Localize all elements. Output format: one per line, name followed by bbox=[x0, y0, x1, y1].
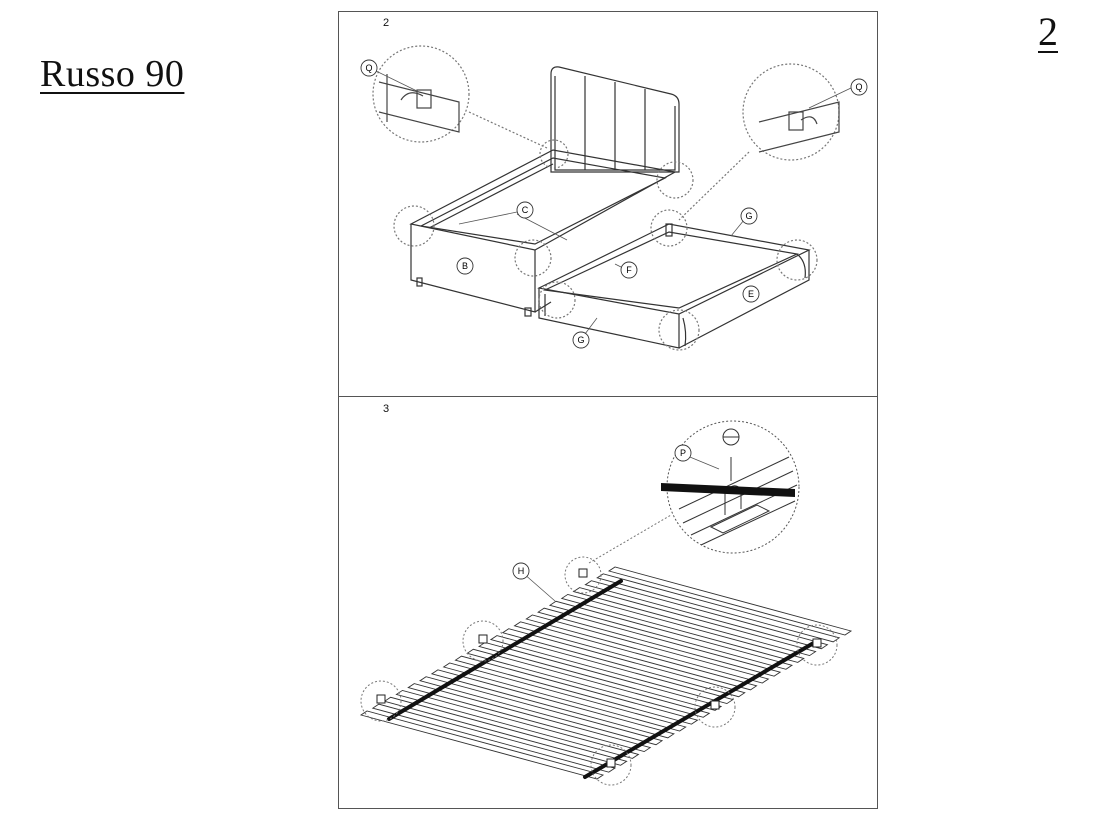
step-2-panel: 2 bbox=[338, 11, 878, 397]
step-number: 2 bbox=[383, 17, 390, 29]
slat bbox=[383, 696, 628, 766]
slat bbox=[418, 676, 664, 746]
slat bbox=[478, 641, 723, 711]
step-3-panel: 3 bbox=[338, 397, 878, 809]
slat bbox=[454, 655, 699, 725]
slat bbox=[584, 580, 829, 650]
label-g: G bbox=[577, 335, 584, 345]
label-q: Q bbox=[365, 63, 372, 73]
page-number: 2 bbox=[1038, 9, 1058, 54]
headboard bbox=[550, 66, 680, 173]
drawer bbox=[537, 223, 811, 349]
slat bbox=[525, 614, 770, 684]
label-f: F bbox=[626, 265, 632, 275]
slat bbox=[548, 600, 794, 670]
step-number: 3 bbox=[383, 403, 390, 415]
label-e: E bbox=[748, 289, 754, 299]
slat bbox=[371, 703, 616, 773]
slat bbox=[513, 621, 758, 691]
label-g: G bbox=[745, 211, 752, 221]
slat bbox=[607, 566, 853, 636]
support-strap bbox=[387, 579, 623, 721]
label-c: C bbox=[522, 205, 529, 215]
slat bbox=[359, 710, 605, 780]
slat bbox=[560, 593, 805, 663]
bed-frame bbox=[409, 149, 677, 317]
slat bbox=[442, 662, 687, 732]
slat bbox=[430, 669, 675, 739]
slatted-base-illustration: H P bbox=[359, 420, 853, 786]
screw-detail bbox=[661, 420, 800, 554]
slat bbox=[395, 689, 640, 759]
support-strap bbox=[583, 639, 819, 779]
product-title: Russo 90 bbox=[40, 53, 185, 95]
slat bbox=[537, 607, 782, 677]
label-h: H bbox=[518, 566, 525, 576]
label-b: B bbox=[462, 261, 468, 271]
slat bbox=[489, 635, 734, 705]
slat bbox=[501, 628, 746, 698]
slat bbox=[572, 587, 817, 657]
label-p: P bbox=[680, 448, 686, 458]
bed-frame-drawer-illustration: Q Q C G B F E G bbox=[360, 45, 868, 351]
slat bbox=[407, 683, 652, 753]
slat bbox=[466, 648, 711, 718]
label-q: Q bbox=[855, 82, 862, 92]
